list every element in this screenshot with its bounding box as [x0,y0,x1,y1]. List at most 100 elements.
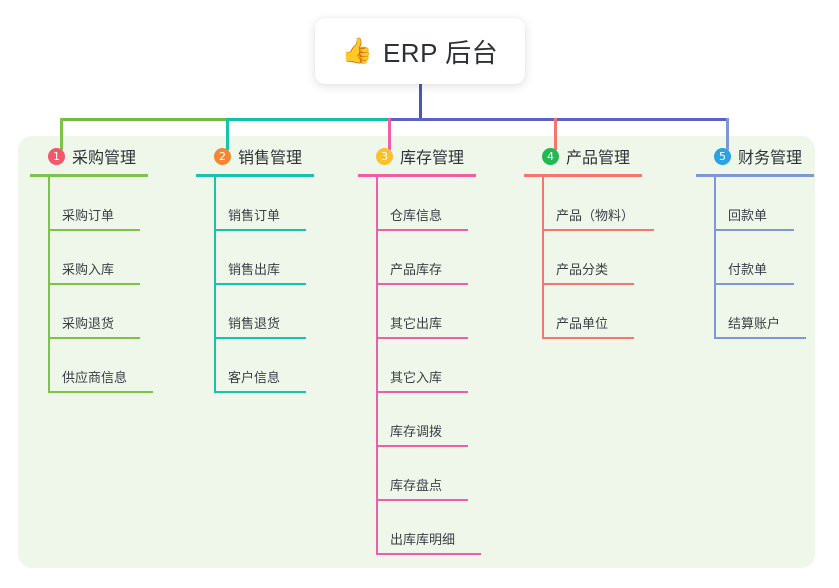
branch-title-2: 销售管理 [238,150,303,167]
branch-spine-2 [214,177,216,393]
branch-item[interactable]: 产品分类 [524,231,642,285]
branch-header-5[interactable]: 5 财务管理 [696,144,814,168]
branch-item[interactable]: 供应商信息 [30,339,153,393]
branch-item[interactable]: 库存盘点 [358,447,476,501]
branch-title-1: 采购管理 [72,150,137,167]
branch-item[interactable]: 出库库明细 [358,501,481,555]
branch-underline-2 [196,174,314,177]
branch-badge-2: 2 [214,147,231,165]
branch-item[interactable]: 销售退货 [196,285,314,339]
branch-title-3: 库存管理 [400,150,465,167]
branch-header-4[interactable]: 4 产品管理 [524,144,642,168]
branch-drop-3 [388,118,391,150]
content-panel [18,136,815,568]
branch-item-label: 采购入库 [62,262,115,277]
branch-item-label: 出库库明细 [390,532,456,547]
branch-item[interactable]: 结算账户 [696,285,814,339]
branch-item-label: 供应商信息 [62,370,128,385]
branch-item-list-5: 回款单付款单结算账户 [696,177,814,339]
root-stem [419,84,422,121]
branch-item-underline [214,283,306,285]
branch-item-label: 采购退货 [62,316,115,331]
branch-spine-4 [542,177,544,339]
branch-drop-5 [726,118,729,150]
branch-item[interactable]: 回款单 [696,177,814,231]
branch-item[interactable]: 仓库信息 [358,177,476,231]
bus-segment-teal [226,118,391,121]
branch-item-list-1: 采购订单采购入库采购退货供应商信息 [30,177,153,393]
branch-item-underline [48,337,140,339]
branch-item-label: 其它出库 [390,316,443,331]
branch-item-label: 产品库存 [390,262,443,277]
branch-item-underline [214,391,306,393]
branch-item-underline [542,337,634,339]
branch-item-underline [376,337,468,339]
branch-item[interactable]: 其它出库 [358,285,476,339]
branch-item-underline [48,391,153,393]
bus-segment-green [60,118,229,121]
root-node-title: ERP 后台 [382,37,499,68]
branch-item-list-2: 销售订单销售出库销售退货客户信息 [196,177,314,393]
branch-item-list-4: 产品（物料） 产品分类产品单位 [524,177,654,339]
branch-item-label: 销售订单 [228,208,281,223]
branch-item-underline [542,283,634,285]
branch-item-label: 仓库信息 [390,208,443,223]
branch-title-4: 产品管理 [566,150,631,167]
branch-item-label: 库存调拨 [390,424,443,439]
branch-item[interactable]: 产品单位 [524,285,642,339]
branch-item[interactable]: 产品库存 [358,231,476,285]
branch-header-2[interactable]: 2 销售管理 [196,144,314,168]
branch-title-5: 财务管理 [738,150,803,167]
branch-column-4: 4 产品管理产品（物料） 产品分类产品单位 [524,144,654,339]
branch-item-underline [714,337,806,339]
branch-badge-4: 4 [542,147,559,165]
branch-item-underline [214,337,306,339]
branch-item-label: 结算账户 [728,316,781,331]
branch-spine-3 [376,177,378,555]
branch-item-underline [376,283,468,285]
branch-item[interactable]: 采购退货 [30,285,148,339]
branch-item[interactable]: 产品（物料） [524,177,654,231]
branch-item-label: 其它入库 [390,370,443,385]
branch-item[interactable]: 采购订单 [30,177,148,231]
branch-column-5: 5 财务管理回款单付款单结算账户 [696,144,814,339]
branch-item-label: 采购订单 [62,208,115,223]
branch-badge-5: 5 [714,147,731,165]
branch-item-label: 回款单 [728,208,768,223]
branch-item[interactable]: 付款单 [696,231,814,285]
branch-item[interactable]: 销售出库 [196,231,314,285]
branch-item[interactable]: 库存调拨 [358,393,476,447]
branch-item-label: 产品单位 [556,316,609,331]
branch-item-underline [376,391,468,393]
branch-item[interactable]: 采购入库 [30,231,148,285]
branch-item-underline [214,229,306,231]
bus-segment-blue [388,118,729,121]
branch-column-1: 1 采购管理采购订单采购入库采购退货供应商信息 [30,144,153,393]
branch-item-underline [376,553,481,555]
branch-drop-2 [226,118,229,150]
branch-item-label: 库存盘点 [390,478,443,493]
thumbs-up-icon: 👍 [341,36,373,65]
branch-item-list-3: 仓库信息产品库存其它出库其它入库库存调拨库存盘点出库库明细 [358,177,481,555]
branch-header-1[interactable]: 1 采购管理 [30,144,148,168]
branch-item-underline [48,229,140,231]
branch-item-underline [376,229,468,231]
branch-item[interactable]: 其它入库 [358,339,476,393]
branch-item[interactable]: 客户信息 [196,339,314,393]
branch-drop-4 [554,118,557,150]
branch-item-label: 销售出库 [228,262,281,277]
branch-spine-1 [48,177,50,393]
branch-item-label: 客户信息 [228,370,281,385]
branch-badge-1: 1 [48,147,65,165]
branch-item-label: 产品（物料） [556,208,635,223]
branch-spine-5 [714,177,716,339]
branch-column-2: 2 销售管理销售订单销售出库销售退货客户信息 [196,144,314,393]
branch-drop-1 [60,118,63,150]
branch-item[interactable]: 销售订单 [196,177,314,231]
branch-item-underline [714,283,794,285]
root-node-card[interactable]: 👍 ERP 后台 [315,18,525,84]
branch-item-label: 付款单 [728,262,768,277]
branch-underline-1 [30,174,148,177]
